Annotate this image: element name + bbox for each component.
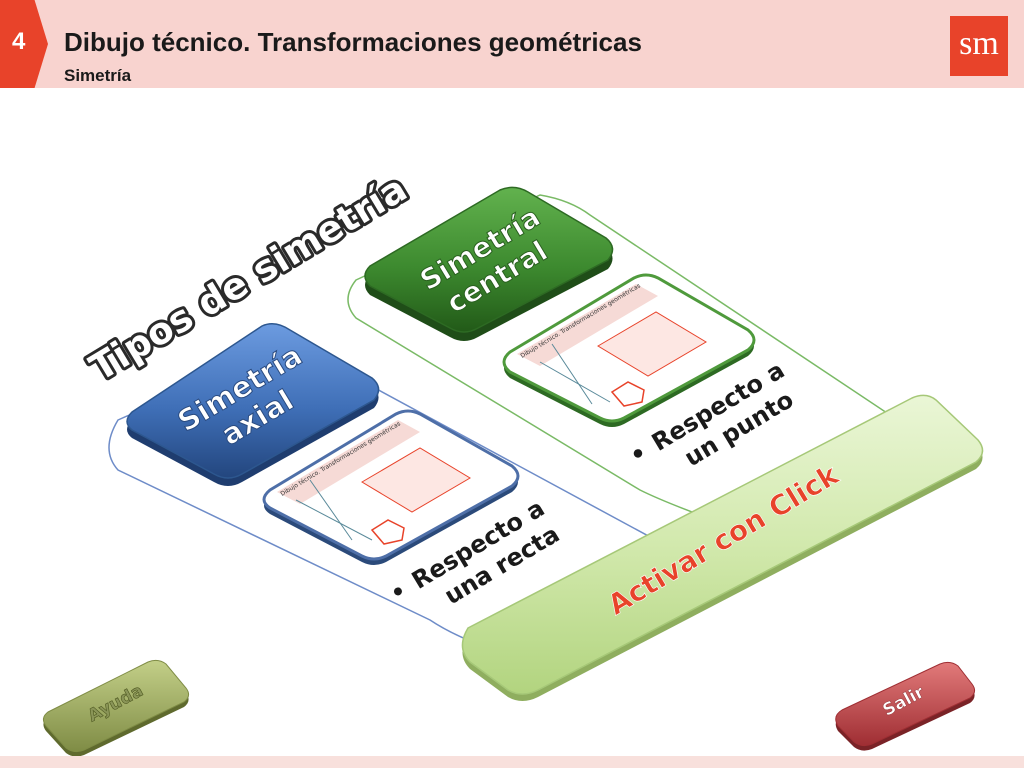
header-bar: 4 Dibujo técnico. Transformaciones geomé…: [0, 0, 1024, 88]
central-bullet-dot: •: [625, 438, 653, 470]
help-button[interactable]: Ayuda: [42, 659, 190, 757]
central-symmetry-card[interactable]: Simetría central: [364, 186, 614, 341]
chapter-number: 4: [12, 28, 26, 55]
footer-band: [0, 756, 1024, 768]
sm-logo: sm: [950, 16, 1008, 76]
page-subtitle: Simetría: [64, 66, 132, 85]
exit-button[interactable]: Salir: [835, 661, 976, 751]
axial-bullet-dot: •: [385, 576, 413, 608]
page-title: Dibujo técnico. Transformaciones geométr…: [64, 27, 642, 57]
axial-thumbnail[interactable]: Dibujo técnico. Transformaciones geométr…: [262, 409, 520, 565]
axial-symmetry-card[interactable]: Simetría axial: [126, 323, 380, 486]
central-frame-outline: [347, 194, 907, 516]
